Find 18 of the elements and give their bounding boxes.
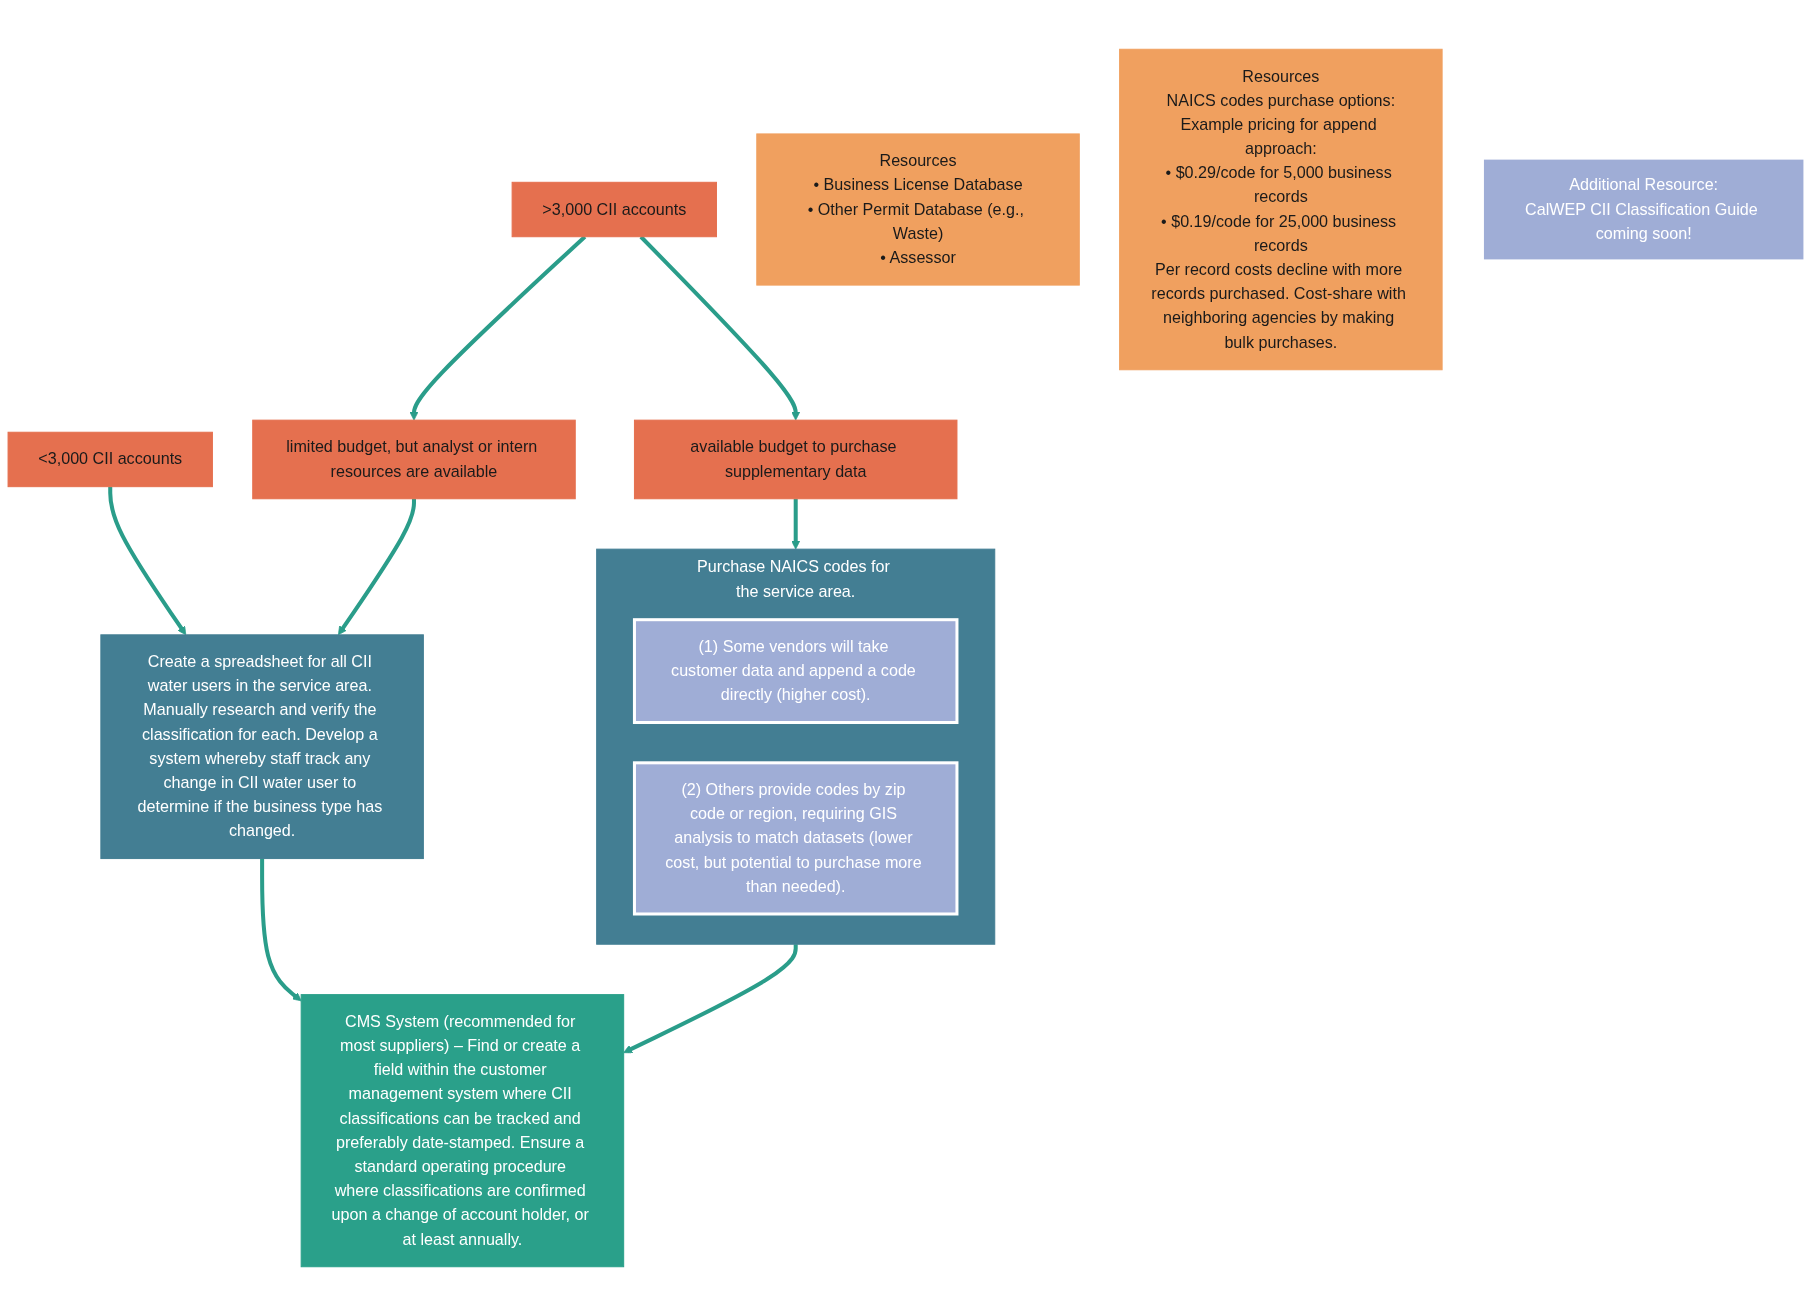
arrow — [260, 858, 302, 1002]
node-box: available budget to purchase supplementary data — [633, 419, 958, 500]
node-box: (2) Others provide codes by zip code or region, requiring GIS analysis to match datasets (lower cost, but potential to purchase more than needed). — [632, 761, 959, 916]
node-box: Additional Resource: CalWEP CII Classification Guide coming soon! — [1480, 156, 1807, 263]
node-box: <3,000 CII accounts — [7, 431, 213, 488]
node-box: Resources • Business License Database • Other Permit Database (e.g., Waste) • Assessor — [756, 133, 1080, 286]
node-box: CMS System (recommended for most suppliers) – Find or create a field within the customer management system where CII classifications can be tracked and preferably date-stamped. Ensure a standard operating procedure where classifications are confirmed upon a change of account holder, or at least annually. — [300, 994, 625, 1268]
node-box: Resources NAICS codes purchase options: Example pricing for append approach: • $0.29/code for 5,000 business records • $0.19/code for 25,000 business records Per record costs decline with more records purchased. Cost-share with neighboring agencies by making bulk purchases. — [1119, 48, 1443, 371]
node-box: limited budget, but analyst or intern resources are available — [252, 419, 576, 500]
node-box: Create a spreadsheet for all CII water users in the service area. Manually research and verify the classification for each. Develop a system whereby staff track any change in CII water user to determine if the business type has changed. — [100, 634, 424, 860]
arrow — [639, 235, 801, 421]
arrow — [338, 498, 416, 636]
node-box: (1) Some vendors will take customer data and append a code directly (higher cost). — [632, 618, 959, 724]
arrow — [108, 486, 187, 636]
arrow — [623, 944, 798, 1054]
node-box: >3,000 CII accounts — [511, 181, 717, 238]
arrow — [791, 498, 801, 550]
arrow — [409, 235, 587, 421]
